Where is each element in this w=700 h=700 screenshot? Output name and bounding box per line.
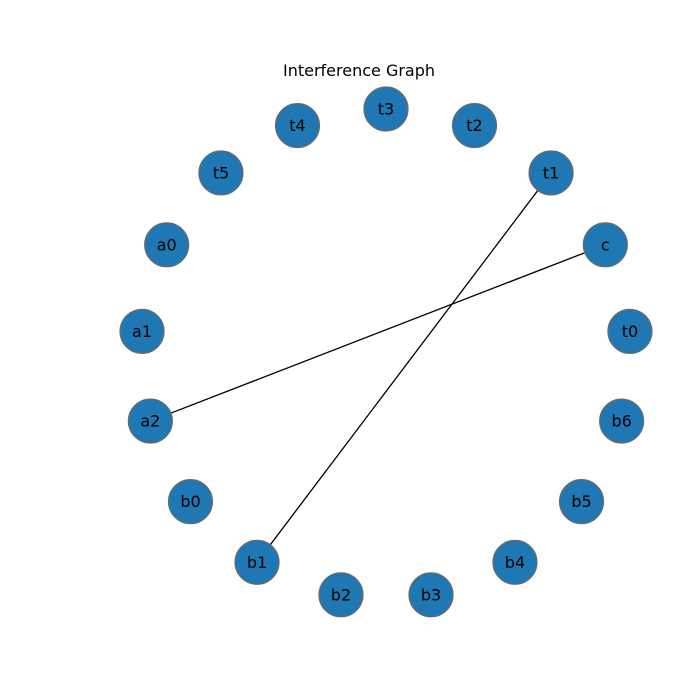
node-label-b2: b2: [331, 585, 351, 604]
nodes-layer: t3 t4 t5 a0 a1 a2 b0 b1 b2 b3 b4 b5 b6 t0 c t1 t2: [119, 86, 653, 618]
node-label-a1: a1: [132, 322, 152, 341]
node-label-b5: b5: [571, 492, 591, 511]
node-label-b0: b0: [180, 492, 200, 511]
node-t0: t0: [607, 308, 653, 354]
node-circle-t4: [274, 102, 321, 149]
node-b5: b5: [558, 479, 605, 525]
node-label-t0: t0: [622, 322, 638, 341]
node-t5: t5: [198, 150, 244, 196]
node-circle-b6: [599, 398, 645, 444]
node-circle-t3: [363, 86, 409, 132]
node-circle-t5: [198, 150, 244, 196]
node-a1: a1: [119, 308, 165, 354]
node-a0: a0: [144, 222, 190, 268]
graph-title: Interference Graph: [283, 61, 435, 80]
node-b0: b0: [167, 479, 214, 525]
edge-t1-b1: [256, 172, 552, 563]
node-circle-b5: [558, 479, 605, 525]
node-t2: t2: [451, 102, 498, 149]
node-circle-t0: [607, 308, 653, 354]
node-label-b6: b6: [611, 412, 631, 431]
node-label-t5: t5: [213, 163, 229, 182]
node-label-a2: a2: [140, 412, 160, 431]
node-b6: b6: [599, 398, 645, 444]
node-circle-b1: [234, 539, 280, 585]
node-circle-b3: [408, 572, 454, 618]
node-b4: b4: [492, 539, 538, 585]
node-label-b4: b4: [505, 553, 525, 572]
node-label-b3: b3: [421, 585, 441, 604]
edges-layer: [150, 172, 606, 563]
node-b1: b1: [234, 539, 280, 585]
node-circle-a0: [144, 222, 190, 268]
node-label-t3: t3: [378, 100, 394, 119]
node-label-t1: t1: [543, 163, 559, 182]
node-t3: t3: [363, 86, 409, 132]
node-label-c: c: [601, 235, 610, 254]
node-circle-a1: [119, 308, 165, 354]
node-circle-c: [582, 222, 628, 268]
node-circle-t2: [451, 102, 498, 149]
node-circle-a2: [127, 398, 173, 444]
node-label-t2: t2: [466, 116, 482, 135]
node-t4: t4: [274, 102, 321, 149]
node-b2: b2: [318, 572, 364, 618]
node-circle-t1: [528, 150, 574, 196]
node-label-t4: t4: [289, 116, 305, 135]
node-a2: a2: [127, 398, 173, 444]
node-circle-b2: [318, 572, 364, 618]
node-label-a0: a0: [157, 235, 177, 254]
node-b3: b3: [408, 572, 454, 618]
node-c: c: [582, 222, 628, 268]
node-t1: t1: [528, 150, 574, 196]
node-label-b1: b1: [247, 553, 267, 572]
edge-c-a2: [150, 244, 606, 422]
node-circle-b0: [167, 479, 214, 525]
node-circle-b4: [492, 539, 538, 585]
